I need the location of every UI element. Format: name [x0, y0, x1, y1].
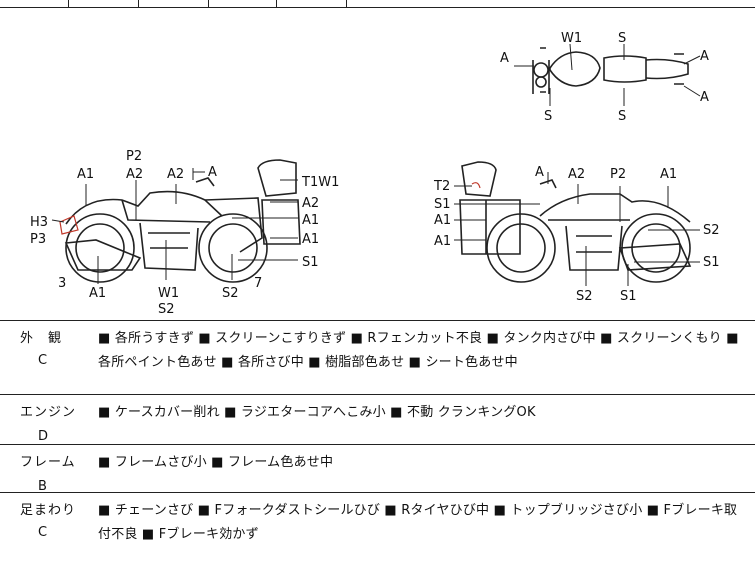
- condition-row-engine: エンジン D ■ ケースカバー削れ ■ ラジエターコアへこみ小 ■ 不動 クラン…: [0, 395, 755, 445]
- category-cell: フレーム B: [0, 445, 88, 494]
- label-left-p2: P2: [126, 149, 142, 164]
- damage-diagram: A W1 S A A S S A1 P2 A2 A2 A T1W1 A2 H3 …: [0, 8, 755, 321]
- top-view-motorcycle: [532, 47, 689, 94]
- label-left-a2-cowl: A2: [302, 196, 319, 211]
- motorcycle-diagram-svg: A W1 S A A S S A1 P2 A2 A2 A T1W1 A2 H3 …: [30, 31, 720, 317]
- category-grade: C: [38, 353, 48, 368]
- label-left-t1w1: T1W1: [301, 175, 339, 190]
- label-top-s-upper: S: [618, 31, 626, 46]
- condition-description: ■ チェーンさび ■ Fフォークダストシールひび ■ Rタイヤひび中 ■ トップ…: [98, 503, 738, 542]
- label-right-p2: P2: [610, 167, 626, 182]
- top-view-leaders: [514, 43, 701, 106]
- right-view-leaders: [454, 172, 700, 286]
- category-grade: C: [38, 525, 48, 540]
- top-table-strip: [0, 0, 755, 8]
- label-right-a1-fender: A1: [660, 167, 677, 182]
- condition-row-exterior: 外 観 C ■ 各所うすきず ■ スクリーンこすりきず ■ Rフェンカット不良 …: [0, 321, 755, 395]
- label-left-3: 3: [58, 276, 66, 291]
- label-right-a1-lower: A1: [434, 234, 451, 249]
- condition-row-frame: フレーム B ■ フレームさび小 ■ フレーム色あせ中: [0, 445, 755, 494]
- condition-description: ■ フレームさび小 ■ フレーム色あせ中: [98, 455, 334, 470]
- label-left-a-mirror: A: [208, 165, 217, 180]
- label-right-a1-upper: A1: [434, 213, 451, 228]
- divider: [208, 0, 209, 7]
- label-left-w1: W1: [158, 286, 179, 301]
- label-top-s-lower-front: S: [544, 109, 552, 124]
- category-name: エンジン: [20, 405, 77, 420]
- label-left-a1-exhaust: A1: [89, 286, 106, 301]
- divider: [276, 0, 277, 7]
- category-cell: エンジン D: [0, 395, 88, 444]
- condition-row-suspension: 足まわり C ■ チェーンさび ■ Fフォークダストシールひび ■ Rタイヤひび…: [0, 493, 755, 561]
- label-left-h3: H3: [30, 215, 48, 230]
- label-left-a1-lower: A1: [302, 232, 319, 247]
- label-left-7: 7: [254, 276, 262, 291]
- divider: [68, 0, 69, 7]
- label-left-s2-wheel: S2: [222, 286, 239, 301]
- label-top-s-lower-rear: S: [618, 109, 626, 124]
- label-right-a-mirror: A: [535, 165, 544, 180]
- category-name: 足まわり: [20, 503, 77, 518]
- label-top-a-front: A: [500, 51, 509, 66]
- divider: [346, 0, 347, 7]
- category-cell: 外 観 C: [0, 321, 88, 394]
- label-right-s2-fork: S2: [703, 223, 720, 238]
- right-view-motorcycle: [459, 161, 692, 283]
- divider: [138, 0, 139, 7]
- label-top-a-rear-upper: A: [700, 49, 709, 64]
- label-top-a-rear-lower: A: [700, 90, 709, 105]
- label-left-a2-seat: A2: [126, 167, 143, 182]
- category-name: 外 観: [20, 331, 63, 346]
- label-right-a2-tank: A2: [568, 167, 585, 182]
- label-right-s1-wheel: S1: [703, 255, 720, 270]
- left-view-motorcycle: [59, 159, 301, 283]
- label-right-t2: T2: [433, 179, 450, 194]
- left-view-leaders: [51, 168, 298, 284]
- label-left-a2-tank: A2: [167, 167, 184, 182]
- label-top-w1: W1: [561, 31, 582, 46]
- label-left-s1: S1: [302, 255, 319, 270]
- label-right-s1-cowl: S1: [434, 197, 451, 212]
- category-grade: B: [38, 479, 47, 494]
- label-left-a1-rear-fender: A1: [77, 167, 94, 182]
- label-right-s2-engine: S2: [576, 289, 593, 304]
- category-name: フレーム: [20, 455, 76, 470]
- label-left-p3: P3: [30, 232, 46, 247]
- condition-description: ■ 各所うすきず ■ スクリーンこすりきず ■ Rフェンカット不良 ■ タンク内…: [98, 331, 739, 370]
- category-cell: 足まわり C: [0, 493, 88, 561]
- label-right-s1-exhaust: S1: [620, 289, 637, 304]
- condition-description: ■ ケースカバー削れ ■ ラジエターコアへこみ小 ■ 不動 クランキングOK: [98, 405, 536, 420]
- category-grade: D: [38, 429, 49, 444]
- label-left-s2-engine: S2: [158, 302, 175, 317]
- label-left-a1-upper: A1: [302, 213, 319, 228]
